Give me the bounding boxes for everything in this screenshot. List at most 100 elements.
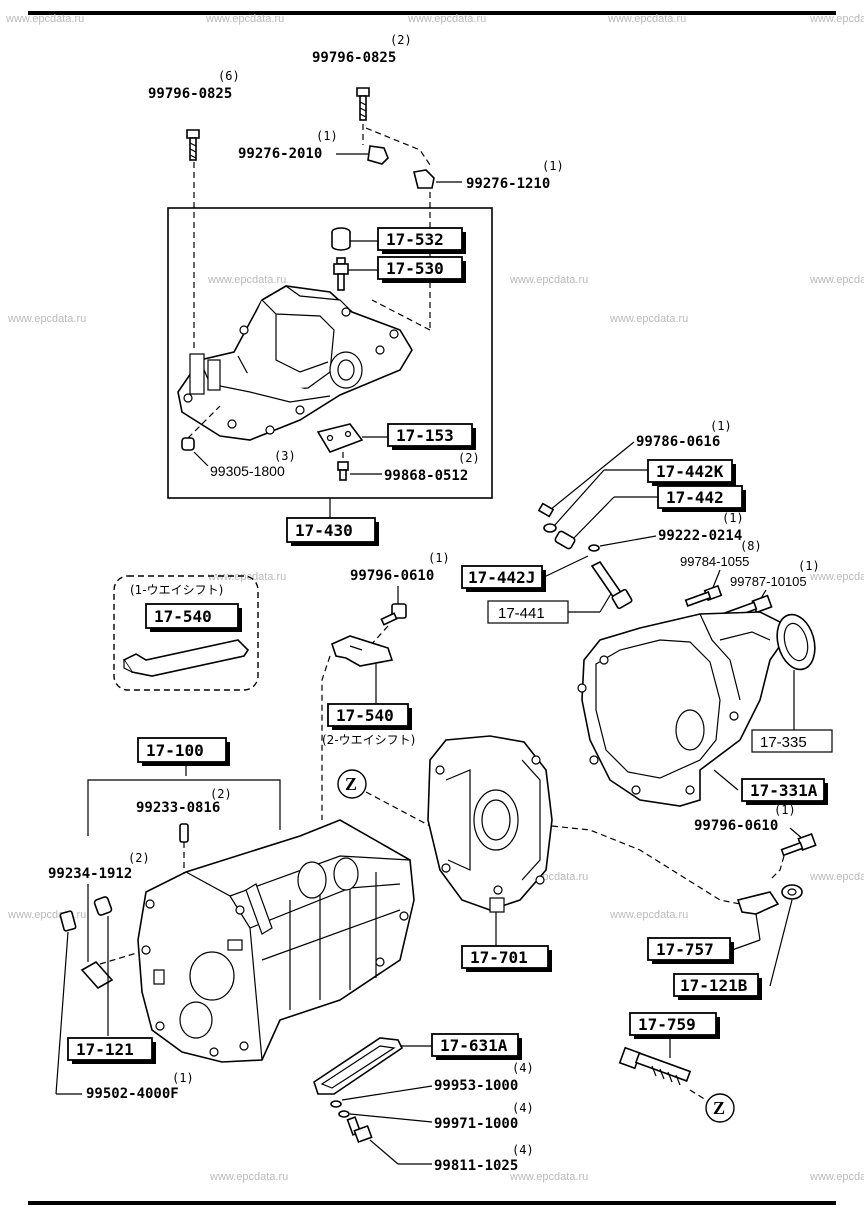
qty-99811-1025: (4) bbox=[512, 1143, 534, 1157]
part-17-759-bolt[interactable] bbox=[618, 1046, 692, 1086]
ref-box-17-759[interactable] bbox=[629, 1012, 717, 1036]
label-17-530: 17-530 bbox=[386, 259, 444, 278]
washer-17-442k[interactable] bbox=[543, 523, 557, 533]
qty-99784-1055: (8) bbox=[740, 539, 762, 553]
label-99796-0825-left[interactable]: 99796-0825 bbox=[148, 86, 232, 102]
ref-box-17-100[interactable] bbox=[137, 737, 227, 763]
bolt-99784-1055[interactable] bbox=[684, 584, 723, 607]
zone-ref-z-right-label: Z bbox=[713, 1098, 725, 1118]
label-99502-4000f[interactable]: 99502-4000F bbox=[86, 1086, 179, 1102]
ref-box-17-442j[interactable] bbox=[461, 565, 543, 589]
plug-99305-1800[interactable] bbox=[181, 437, 195, 451]
watermark-text: www.epcdata.ru bbox=[609, 909, 688, 921]
label-99276-1210[interactable]: 99276-1210 bbox=[466, 176, 550, 192]
watermark-text: www.epcdata.ru bbox=[5, 13, 84, 25]
ref-box-17-153[interactable] bbox=[387, 423, 473, 447]
part-17-530-plug[interactable] bbox=[333, 257, 349, 291]
watermark-text: www.epcdata.ru bbox=[809, 13, 864, 25]
label-99234-1912[interactable]: 99234-1912 bbox=[48, 866, 132, 882]
label-99222-0214[interactable]: 99222-0214 bbox=[658, 528, 742, 544]
bolt-99796-0825-left[interactable] bbox=[186, 129, 200, 161]
label-99784-1055[interactable]: 99784-1055 bbox=[680, 554, 749, 569]
label-99786-0616[interactable]: 99786-0616 bbox=[636, 434, 720, 450]
plug-99502-4000f[interactable] bbox=[59, 910, 77, 932]
part-17-540-one-way[interactable] bbox=[122, 639, 250, 677]
ref-box-17-430[interactable] bbox=[286, 517, 376, 543]
ref-box-17-121b[interactable] bbox=[673, 973, 759, 997]
bolt-99786-0616[interactable] bbox=[537, 502, 555, 518]
label-99787-10105[interactable]: 99787-10105 bbox=[730, 574, 807, 589]
qty-99234-1912: (2) bbox=[128, 851, 150, 865]
watermark-text: www.epcdata.ru bbox=[7, 313, 86, 325]
watermark-text: www.epcdata.ru bbox=[609, 313, 688, 325]
label-99953-1000[interactable]: 99953-1000 bbox=[434, 1078, 518, 1094]
shift-control-housing[interactable] bbox=[177, 285, 413, 441]
washer-99971-1000[interactable] bbox=[338, 1110, 350, 1118]
label-99796-0825-top[interactable]: 99796-0825 bbox=[312, 50, 396, 66]
one-way-shift-label: (1-ウエイシフト) bbox=[130, 583, 223, 597]
watermark-text: www.epcdata.ru bbox=[809, 1171, 864, 1183]
label-99868-0512[interactable]: 99868-0512 bbox=[384, 468, 468, 484]
bolt-99796-0825-top[interactable] bbox=[356, 87, 370, 121]
part-17-532-cap[interactable] bbox=[331, 227, 351, 251]
watermark-text: www.epcdata.ru bbox=[809, 871, 864, 883]
zone-ref-z-left-label: Z bbox=[345, 774, 357, 794]
label-99233-0816[interactable]: 99233-0816 bbox=[136, 800, 220, 816]
part-17-757-bracket[interactable] bbox=[736, 891, 780, 915]
label-99305-1800[interactable]: 99305-1800 bbox=[210, 463, 285, 479]
bolt-99811-1025[interactable] bbox=[346, 1116, 373, 1144]
ref-box-17-442k[interactable] bbox=[647, 459, 733, 483]
label-99811-1025[interactable]: 99811-1025 bbox=[434, 1158, 518, 1174]
watermark-text: www.epcdata.ru bbox=[209, 1171, 288, 1183]
part-17-631a-cover-gasket[interactable] bbox=[313, 1037, 404, 1095]
ref-box-17-532[interactable] bbox=[377, 227, 463, 251]
spring-17-121[interactable] bbox=[93, 896, 113, 916]
label-99796-0610-lower[interactable]: 99796-0610 bbox=[694, 818, 778, 834]
label-17-441: 17-441 bbox=[498, 605, 545, 622]
ref-box-17-335[interactable] bbox=[751, 729, 833, 753]
part-17-442-sleeve[interactable] bbox=[554, 530, 576, 550]
label-17-759: 17-759 bbox=[638, 1015, 696, 1034]
ref-box-17-530[interactable] bbox=[377, 256, 463, 280]
ref-box-17-331a[interactable] bbox=[741, 778, 825, 802]
qty-99222-0214: (1) bbox=[722, 511, 744, 525]
ref-box-17-540-one-way[interactable] bbox=[145, 603, 239, 629]
watermark-text: www.epcdata.ru bbox=[207, 274, 286, 286]
ref-box-17-631a[interactable] bbox=[431, 1033, 519, 1057]
ref-box-17-701[interactable] bbox=[461, 945, 549, 969]
ref-box-17-540-two-way[interactable] bbox=[327, 703, 409, 727]
part-17-441-speedo-gear[interactable] bbox=[590, 560, 633, 610]
label-17-331a: 17-331A bbox=[750, 781, 818, 800]
label-99276-2010[interactable]: 99276-2010 bbox=[238, 146, 322, 162]
part-17-335-oil-seal[interactable] bbox=[771, 610, 820, 673]
watermark-text: www.epcdata.ru bbox=[207, 571, 286, 583]
ref-box-17-121[interactable] bbox=[67, 1037, 153, 1061]
pin-99233-0816[interactable] bbox=[179, 823, 189, 843]
watermarks: www.epcdata.ru www.epcdata.ru www.epcdat… bbox=[5, 13, 864, 1183]
part-17-540-two-way[interactable] bbox=[331, 635, 394, 667]
label-99796-0610-upper[interactable]: 99796-0610 bbox=[350, 568, 434, 584]
part-17-701-center-housing[interactable] bbox=[427, 735, 553, 913]
top-rule bbox=[28, 11, 836, 15]
screw-99868-0512[interactable] bbox=[337, 461, 349, 481]
watermark-text: www.epcdata.ru bbox=[809, 274, 864, 286]
washer-17-121b[interactable] bbox=[781, 884, 803, 900]
one-way-shift-box bbox=[113, 575, 259, 691]
clip-99276-2010[interactable] bbox=[367, 145, 389, 165]
label-17-442k: 17-442K bbox=[656, 462, 724, 481]
qty-99971-1000: (4) bbox=[512, 1101, 534, 1115]
pin-99234-1912[interactable] bbox=[80, 960, 114, 990]
oring-99222-0214[interactable] bbox=[588, 544, 600, 552]
zone-ref-z-left: Z bbox=[337, 769, 367, 799]
label-99971-1000[interactable]: 99971-1000 bbox=[434, 1116, 518, 1132]
part-17-153-bracket[interactable] bbox=[316, 423, 364, 453]
clip-99276-1210[interactable] bbox=[413, 169, 435, 189]
bolt-99796-0610-lower[interactable] bbox=[780, 832, 817, 857]
part-17-331a-extension-housing[interactable] bbox=[577, 611, 785, 807]
washer-99953-1000[interactable] bbox=[330, 1100, 342, 1108]
ref-box-17-757[interactable] bbox=[647, 937, 731, 961]
bolt-99796-0610-upper[interactable] bbox=[380, 603, 407, 626]
part-17-100-transmission-case[interactable] bbox=[137, 819, 415, 1063]
label-17-442: 17-442 bbox=[666, 488, 724, 507]
